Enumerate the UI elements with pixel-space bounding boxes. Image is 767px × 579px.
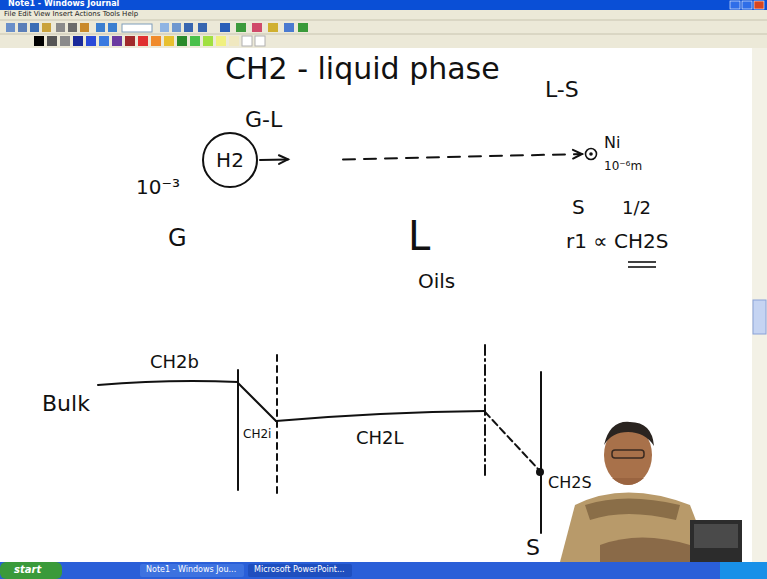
- film-boundary: [276, 355, 278, 495]
- film-boundary: [484, 345, 486, 475]
- liquid-line: [276, 411, 485, 421]
- start-button: [0, 562, 62, 579]
- window-title: Note1 - Windows Journal: [8, 0, 119, 9]
- order-note: 1/2: [622, 198, 651, 218]
- node-label: Ni: [604, 134, 620, 152]
- task-label: Note1 - Windows Jou...: [146, 566, 236, 575]
- heading-note: CH2 - liquid phase: [225, 52, 500, 85]
- concentration-label: CH2b: [150, 352, 199, 372]
- surface-point: [536, 468, 544, 476]
- concentration-label: CH2i: [243, 428, 271, 441]
- solid-surface: [540, 372, 542, 533]
- window-button: [742, 1, 752, 9]
- connector-segment: [343, 154, 582, 159]
- concentration-profile: [98, 345, 541, 533]
- bulk-line: [98, 381, 238, 385]
- interface-label: L-S: [545, 78, 579, 102]
- phase-note: Oils: [418, 270, 455, 292]
- task-button: [248, 564, 352, 577]
- scrollbar: [752, 48, 767, 562]
- diffusion-arrow: [260, 150, 582, 164]
- scroll-thumb: [753, 300, 766, 334]
- color-palette: [34, 36, 265, 46]
- film-gradient: [238, 383, 276, 421]
- gas-bubble: H2: [202, 132, 258, 188]
- task-label: Microsoft PowerPoint...: [254, 566, 345, 575]
- task-button: [140, 564, 244, 577]
- title-bar: [0, 0, 767, 10]
- taskbar: [0, 562, 767, 579]
- start-label: start: [14, 564, 41, 575]
- rate-expression: r1 ∝ CH2S: [566, 230, 668, 252]
- underline: [628, 261, 656, 263]
- size-label: 10⁻³: [136, 176, 180, 198]
- phase-label: S: [572, 196, 585, 218]
- close-button: [754, 1, 764, 9]
- interface-label: G-L: [245, 108, 282, 132]
- region-label: Bulk: [42, 392, 90, 416]
- phase-label: G: [168, 225, 187, 251]
- catalyst-particle: Ni 10⁻⁶m: [584, 134, 664, 180]
- phase-label: L: [408, 214, 430, 258]
- concentration-label: CH2S: [548, 474, 592, 492]
- node-label: H2: [216, 149, 244, 171]
- toolbar-icons: [6, 23, 308, 32]
- arrow-head: [279, 155, 288, 164]
- node-note: 10⁻⁶m: [604, 160, 642, 173]
- underline: [628, 266, 656, 268]
- arrow-head: [573, 150, 582, 159]
- tray: [720, 562, 767, 579]
- interface-line: [237, 370, 239, 490]
- film-gradient: [485, 412, 540, 471]
- menu-bar: File Edit View Insert Actions Tools Help: [4, 11, 138, 19]
- phase-label: S: [526, 536, 540, 560]
- concentration-label: CH2L: [356, 428, 404, 448]
- window-button: [730, 1, 740, 9]
- toolbar-area: [0, 10, 767, 48]
- particle-symbol: [584, 147, 598, 161]
- presenter: [560, 422, 742, 562]
